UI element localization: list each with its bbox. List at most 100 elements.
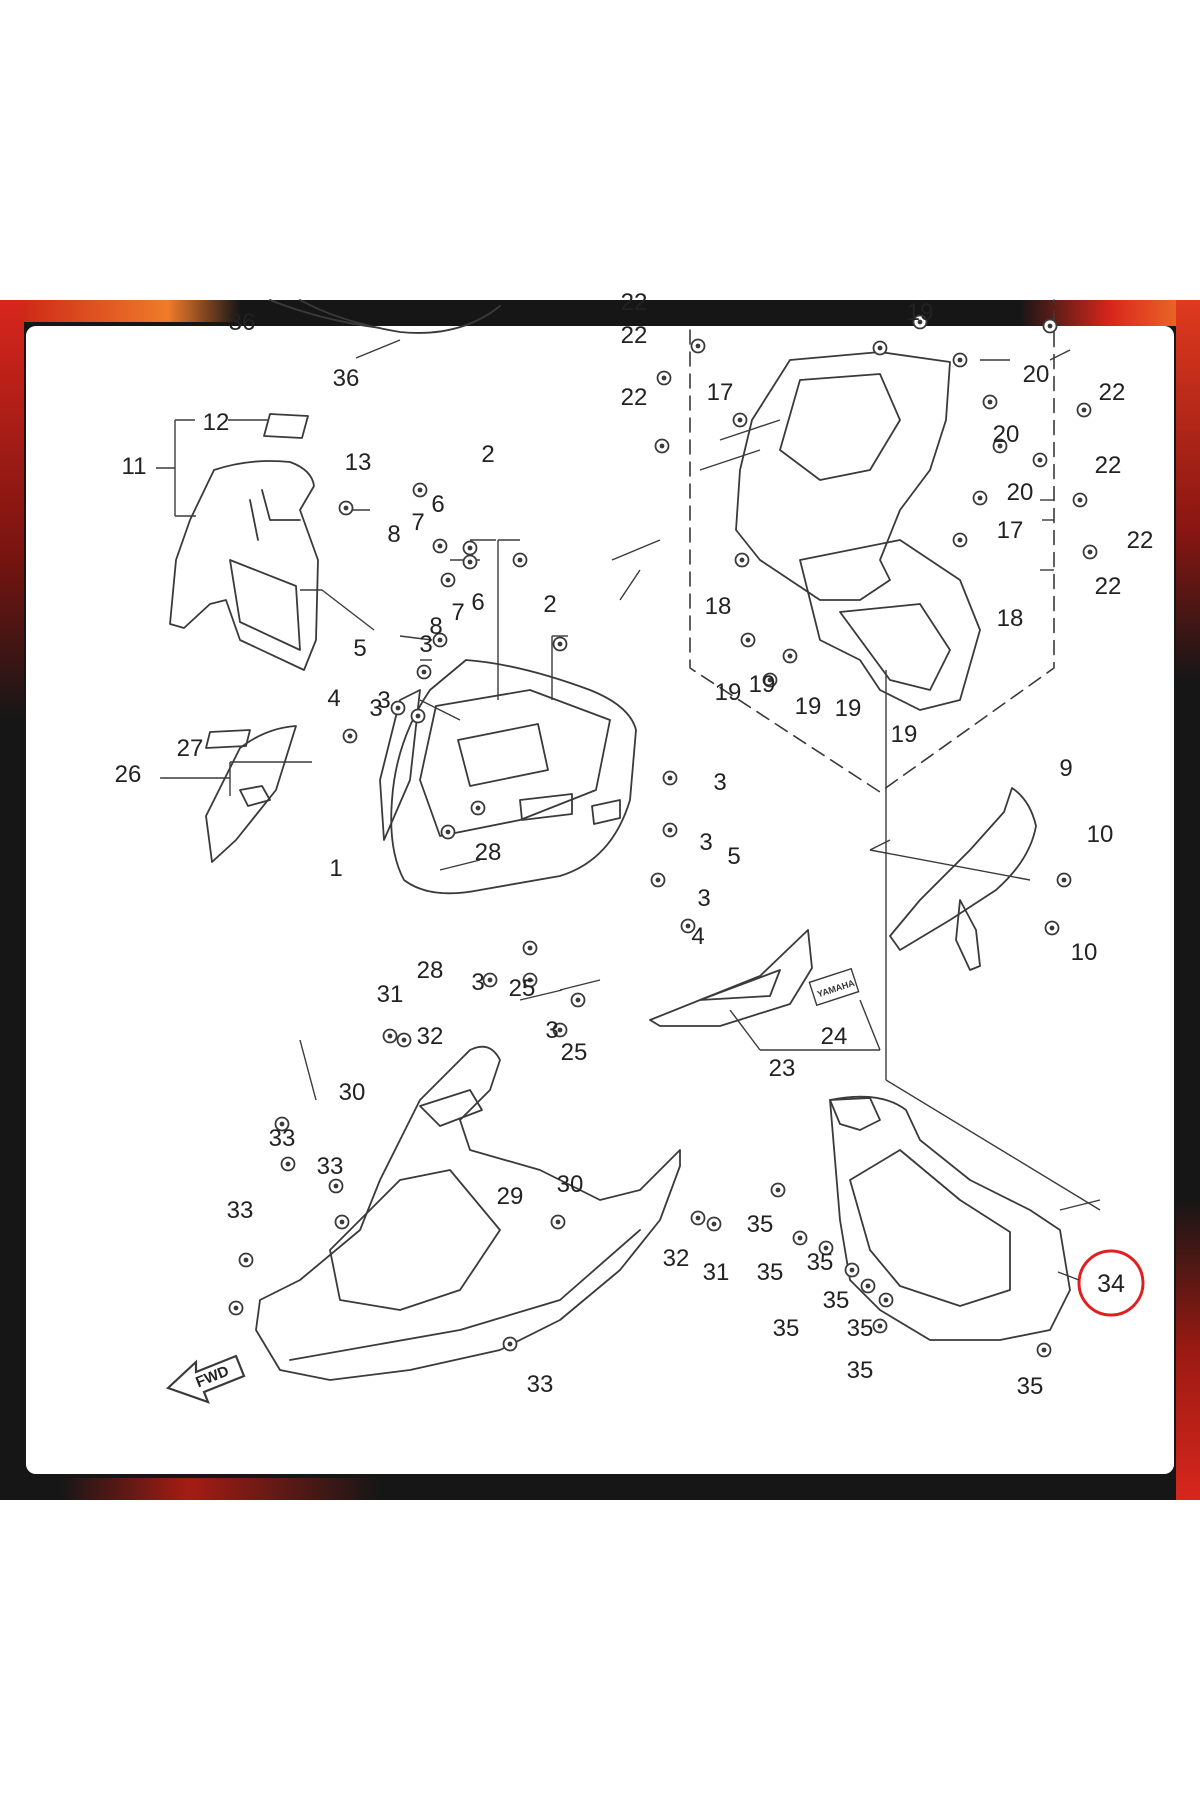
leader-line [699, 449, 761, 471]
fastener-center [685, 923, 691, 929]
fastener-center [527, 977, 533, 983]
fastener [1056, 872, 1072, 888]
leader-line [729, 1009, 761, 1051]
fastener [952, 532, 968, 548]
part-side-cover-11-crease [249, 489, 301, 541]
callout-label: 3 [471, 969, 484, 996]
part-front-cowl-1-light-a [457, 723, 549, 787]
callout-label: 3 [699, 829, 712, 856]
fastener [992, 438, 1008, 454]
callout-label: 31 [703, 1259, 730, 1286]
fastener [462, 554, 478, 570]
fastener-center [987, 399, 993, 405]
callout-label: 22 [1095, 573, 1122, 600]
fastener [550, 1214, 566, 1230]
callout-label: 7 [411, 509, 424, 536]
callout-label: 30 [557, 1171, 584, 1198]
fastener [280, 1156, 296, 1172]
fastener [334, 1214, 350, 1230]
fastener [416, 664, 432, 680]
fastener-center [997, 443, 1003, 449]
part-front-cowl-1 [390, 659, 637, 895]
fastener-center [233, 1305, 239, 1311]
fastener [432, 632, 448, 648]
callout-label: 8 [429, 613, 442, 640]
callout-label: 35 [1017, 1373, 1044, 1400]
leader-lines [156, 339, 1101, 1211]
callout-label: 19 [715, 679, 742, 706]
callout-label: 20 [1023, 361, 1050, 388]
part-label-plate-12 [263, 413, 309, 439]
fastener [662, 822, 678, 838]
fastener-center [957, 537, 963, 543]
fastener [680, 918, 696, 934]
diagram-panel [26, 326, 1174, 1474]
part-front-cowl-1-inner [419, 689, 611, 837]
fastener [1036, 1342, 1052, 1358]
highlight-leader [1057, 1271, 1080, 1281]
assembly-dashed-boundary [689, 299, 1055, 793]
part-side-cover-11-inner [229, 559, 301, 651]
fastener [238, 1252, 254, 1268]
fastener-center [745, 637, 751, 643]
callout-label: 4 [327, 685, 340, 712]
fastener-center [415, 713, 421, 719]
fwd-arrow-icon [165, 1354, 246, 1404]
fastener [972, 490, 988, 506]
part-dash-panel-lower [799, 539, 981, 711]
callout-label: 22 [1099, 379, 1126, 406]
leader-line [1059, 1199, 1101, 1211]
leader-line [419, 699, 461, 721]
part-dash-panel-vents [779, 373, 901, 481]
fastener-center [711, 1221, 717, 1227]
fastener [396, 1032, 412, 1048]
callout-label: 18 [705, 593, 732, 620]
fastener [872, 1318, 888, 1334]
callout-label: 3 [713, 769, 726, 796]
callout-label: 9 [1059, 755, 1072, 782]
callout-label: 33 [527, 1371, 554, 1398]
fastener-center [1061, 877, 1067, 883]
fastener [338, 500, 354, 516]
callout-label: 22 [1095, 452, 1122, 479]
part-under-cowl-29-tab [419, 1089, 483, 1127]
callout-label: 22 [1127, 527, 1154, 554]
callout-label: 35 [757, 1259, 784, 1286]
frame-streak-top-left [0, 300, 240, 322]
fastener [522, 940, 538, 956]
fastener-center [575, 997, 581, 1003]
part-label-plate-27 [205, 729, 251, 749]
highlight-callout: 34 [1057, 1249, 1145, 1317]
fastener [502, 1336, 518, 1352]
fastener-center [507, 1341, 513, 1347]
callout-label: 5 [727, 843, 740, 870]
fastener [650, 872, 666, 888]
fastener-center [243, 1257, 249, 1263]
fastener [570, 992, 586, 1008]
callout-label: 6 [431, 491, 444, 518]
fastener [512, 552, 528, 568]
fastener-center [417, 487, 423, 493]
fastener [552, 1022, 568, 1038]
fastener [1032, 452, 1048, 468]
fastener-center [437, 543, 443, 549]
callout-label: 33 [227, 1197, 254, 1224]
fastener-center [797, 1235, 803, 1241]
part-outlines [169, 299, 1071, 1381]
callout-label: 22 [621, 289, 648, 316]
fastener-center [767, 677, 773, 683]
callout-label: 35 [807, 1249, 834, 1276]
callout-label: 26 [115, 761, 142, 788]
fastener [878, 1292, 894, 1308]
callout-label: 19 [749, 671, 776, 698]
part-dash-panel-top [735, 351, 951, 601]
fastener-center [517, 557, 523, 563]
fastener [382, 1028, 398, 1044]
fastener [770, 1182, 786, 1198]
fastener-center [557, 641, 563, 647]
part-under-cowl-29 [255, 1045, 681, 1381]
part-windshield-top-inner [269, 299, 381, 329]
yamaha-emblem: YAMAHA [808, 967, 860, 1007]
